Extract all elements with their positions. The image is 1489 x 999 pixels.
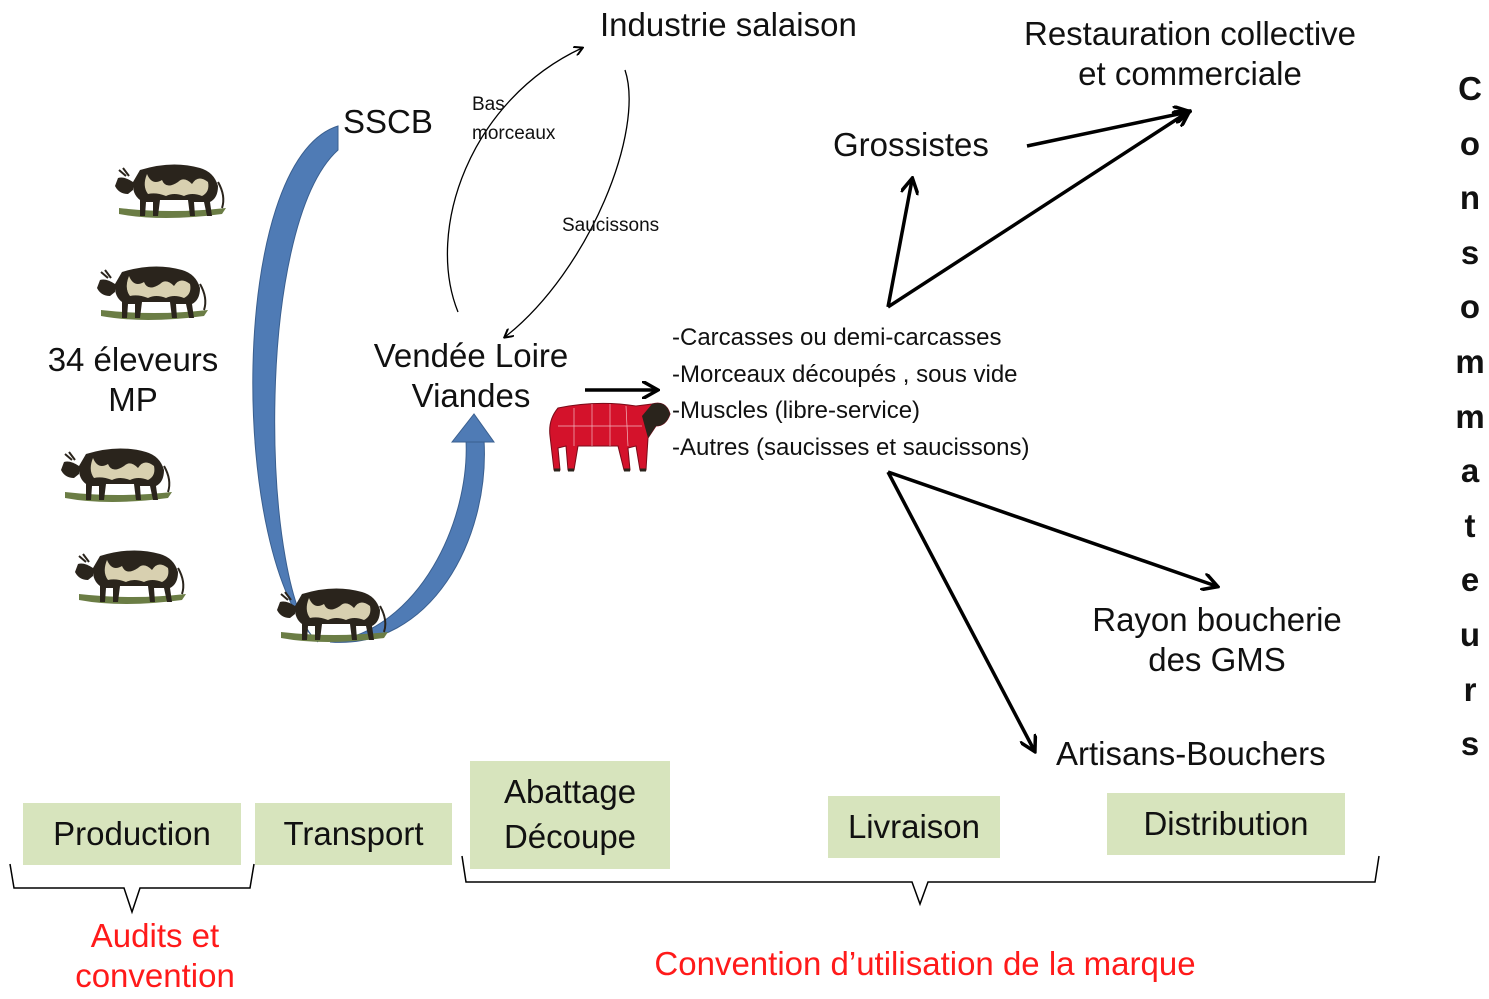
grossistes-label: Grossistes [833,126,989,163]
cow-icon [114,163,227,219]
sscb-label: SSCB [343,103,433,140]
beef-cuts-icon [549,402,671,472]
artisans-bouchers-label: Artisans-Bouchers [1056,735,1326,772]
stage-livraison: Livraison [828,796,1000,858]
vendee-loire-viandes-label: Vendée Loire Viandes [373,337,569,414]
stage-transport: Transport [255,803,452,865]
transport-arc [252,125,339,643]
rayon-boucherie-label: Rayon boucherie des GMS [1092,601,1342,678]
loop-down [505,69,630,337]
industrie-salaison-label: Industrie salaison [600,6,857,43]
cow-icon [96,265,209,321]
product-item: -Morceaux découpés , sous vide [672,360,1018,388]
eleveurs-label: 34 éleveurs MP [47,341,219,418]
audits-convention-label: Audits et convention [75,917,235,994]
loop-up [446,48,582,313]
product-list: -Carcasses ou demi-carcasses -Morceaux d… [672,320,1029,466]
product-item: -Muscles (libre-service) [672,397,921,424]
to-rayon [887,470,1216,586]
stage-distribution: Distribution [1107,793,1345,855]
bas-morceaux-label: Bas morceaux [472,94,556,144]
grossistes-to-restauration [1026,112,1188,148]
to-restauration-direct [887,112,1188,309]
to-grossistes [886,180,912,308]
to-artisans [886,471,1034,750]
stage-abattage-decoupe: Abattage Découpe [470,761,670,869]
cow-icon [74,549,187,605]
product-item: -Autres (saucisses et saucissons) [672,433,1030,461]
audits-brace [9,863,255,915]
cow-icon [60,447,173,503]
convention-marque-label: Convention d’utilisation de la marque [654,945,1196,982]
stage-production: Production [23,803,241,865]
saucissons-label: Saucissons [562,215,660,236]
product-item: -Carcasses ou demi-carcasses [672,324,1002,351]
convention-brace [461,855,1380,907]
return-arc-head [450,413,495,443]
consommateurs-label: C o n s o m m a t e u r s [1455,70,1485,763]
restauration-label: Restauration collective et commerciale [1024,15,1356,92]
